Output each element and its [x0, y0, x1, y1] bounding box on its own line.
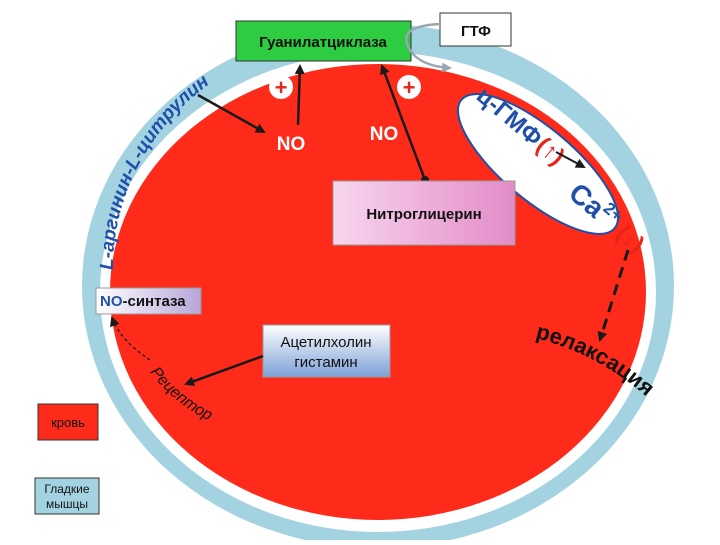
agonist-to-receptor-arrow: [184, 354, 264, 386]
cgmp-to-ca-arrow: [555, 151, 586, 168]
no-synthase-rest: -синтаза: [123, 293, 187, 310]
nitroglycerin-label: Нитроглицерин: [366, 206, 481, 223]
plus-right-sign: +: [403, 75, 416, 100]
no-left-to-enzyme-arrow: [294, 64, 305, 126]
legend-muscle-line1: Гладкие: [44, 482, 89, 496]
gtp-box: [439, 12, 512, 47]
no-right-label: NO: [370, 124, 399, 145]
gtp-label: ГТФ: [461, 23, 491, 40]
plus-left-circle: [269, 75, 293, 99]
no-left-label: NO: [277, 134, 306, 155]
plus-right-circle: [397, 75, 421, 99]
agonist-line1: Ацетилхолин: [280, 334, 371, 351]
arginine-to-no-arrow: [197, 93, 266, 134]
nitroglycerin-to-enzyme-arrow: [380, 64, 427, 181]
calcium-to-relaxation-arrow: [597, 249, 630, 342]
no-synthase-box: [95, 287, 202, 315]
legend-muscle-line2: мышцы: [46, 497, 88, 511]
nitroglycerin-box: [332, 180, 516, 246]
agonist-line2: гистамин: [294, 354, 357, 371]
no-synthase-no: NO: [100, 293, 123, 310]
plus-left-sign: +: [275, 75, 288, 100]
legend-blood-box: [37, 403, 99, 441]
agonist-box: [262, 324, 391, 378]
legend-blood-label: кровь: [51, 415, 85, 430]
gtp-to-cgmp-arrow: [405, 22, 452, 73]
guanylate-cyclase-box: [235, 20, 412, 62]
receptor-to-synthase-link: [110, 316, 151, 361]
guanylate-cyclase-label: Гуанилатциклаза: [259, 34, 387, 51]
no-synthase-label: NO-синтаза: [100, 293, 186, 310]
legend-muscle-box: [34, 477, 100, 515]
